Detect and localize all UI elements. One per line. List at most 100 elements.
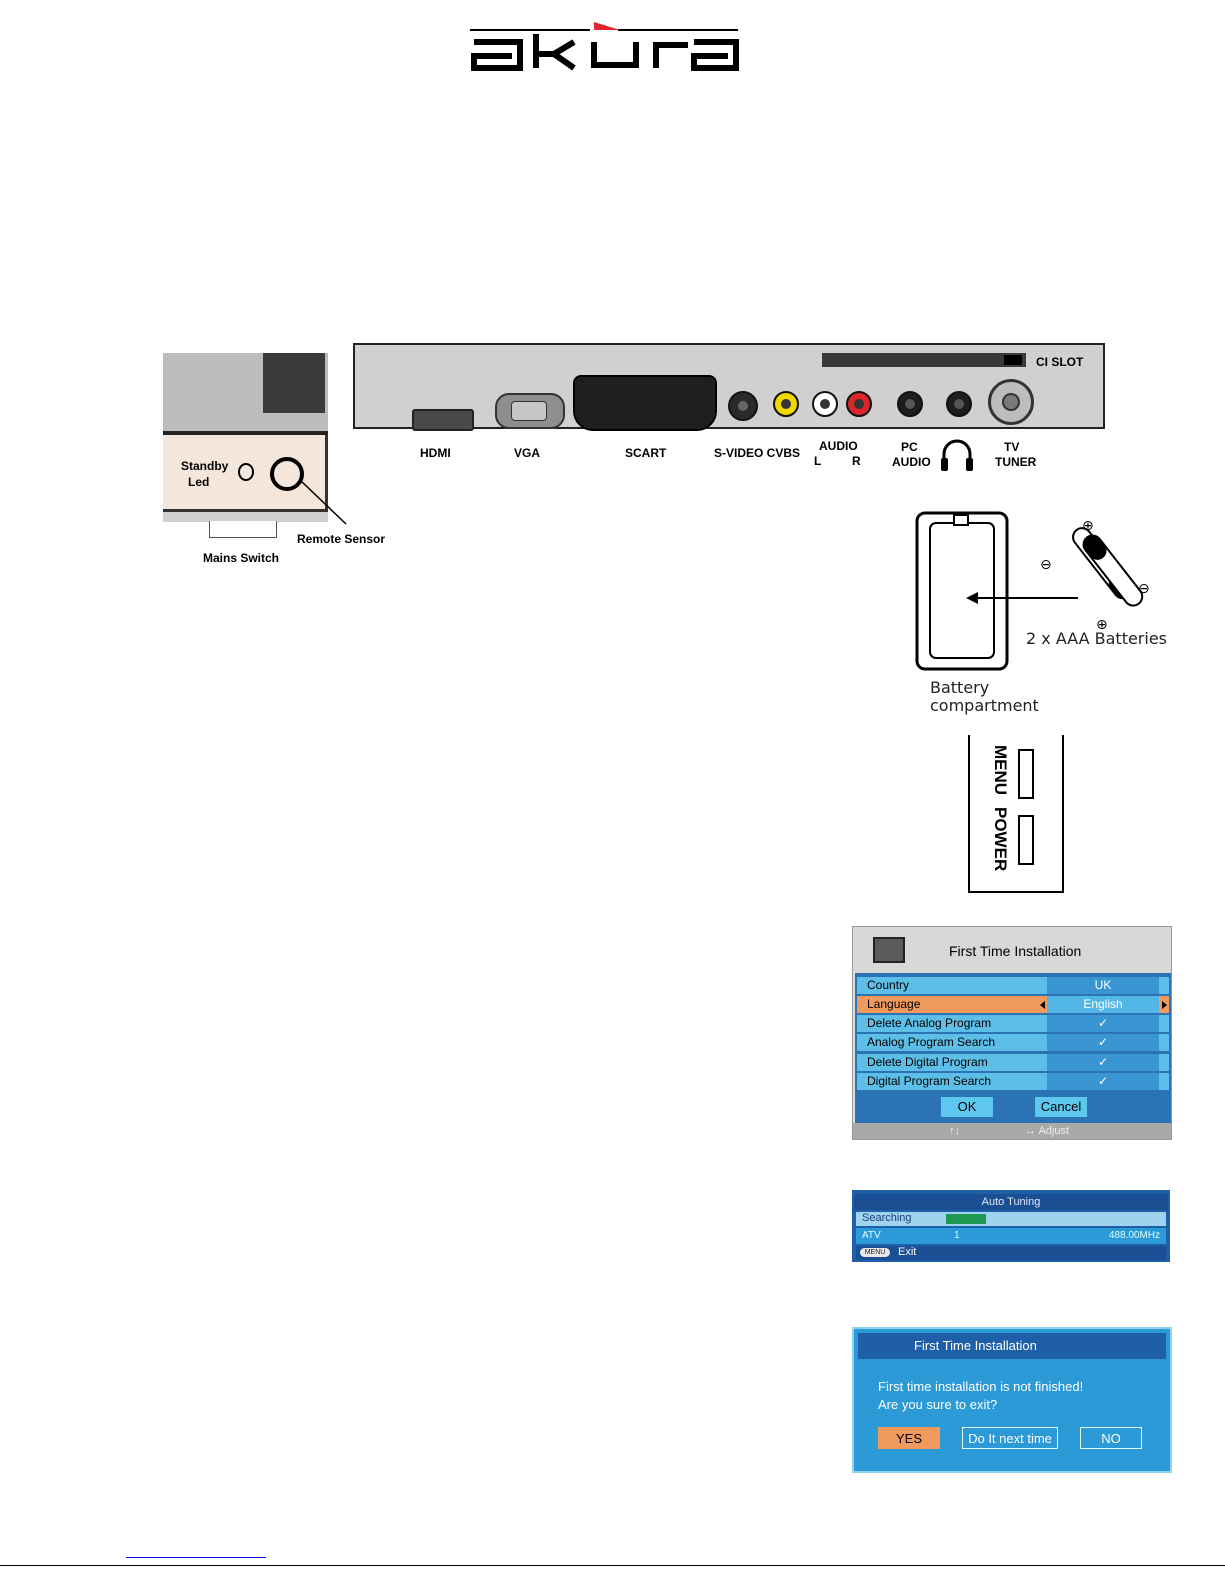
- compartment-label-1: Battery: [930, 678, 990, 697]
- fti-footer: ↑↓ ↔ Adjust: [853, 1123, 1171, 1139]
- tuner-label: TUNER: [995, 455, 1037, 469]
- nav-arrows-icon: ↑↓: [949, 1125, 960, 1137]
- audio-r-label: R: [852, 454, 861, 468]
- ok-button[interactable]: OK: [941, 1097, 993, 1117]
- vga-label: VGA: [514, 446, 541, 460]
- frequency-value: 488.00MHz: [1108, 1230, 1160, 1241]
- front-panel-base: [163, 509, 328, 522]
- battery-compartment-icon: ⊕ ⊖ ⊖ ⊕: [915, 511, 1150, 671]
- fti-row-label: Country: [867, 978, 910, 992]
- audio-l-port-icon: [812, 391, 838, 417]
- fti-row-digital-search[interactable]: Digital Program Search ✓: [857, 1073, 1169, 1090]
- headphone-icon: [941, 439, 973, 471]
- pc-audio-port-icon: [897, 391, 923, 417]
- cancel-button[interactable]: Cancel: [1035, 1097, 1087, 1117]
- svideo-port-icon: [728, 391, 758, 421]
- fti-row-delete-analog[interactable]: Delete Analog Program ✓: [857, 1015, 1169, 1032]
- compartment-label-2: compartment: [930, 696, 1039, 715]
- front-panel-divider: [163, 431, 328, 435]
- svg-text:⊖: ⊖: [1040, 557, 1052, 573]
- exit-dialog-title: First Time Installation: [858, 1333, 1166, 1359]
- exit-confirmation-dialog: First Time Installation First time insta…: [852, 1327, 1172, 1473]
- svideo-cvbs-label: S-VIDEO CVBS: [714, 446, 801, 460]
- ci-slot-label: CI SLOT: [1036, 355, 1084, 369]
- remote-sensor-icon: [270, 457, 304, 491]
- arrow-right-icon[interactable]: [1162, 1001, 1167, 1009]
- pc-audio-label: AUDIO: [892, 455, 931, 469]
- audio-l-label: L: [814, 454, 822, 468]
- checkbox-checked-icon[interactable]: ✓: [1047, 1015, 1159, 1032]
- fti-row-label: Digital Program Search: [867, 1074, 992, 1088]
- adjust-hint: ↔ Adjust: [1025, 1125, 1070, 1137]
- audio-label: AUDIO: [819, 439, 858, 453]
- mains-switch-icon: [209, 521, 277, 538]
- menu-key-icon: [1018, 749, 1034, 799]
- fti-title: First Time Installation: [949, 943, 1082, 959]
- standby-led-icon: [238, 463, 254, 481]
- scart-port-icon: [573, 375, 717, 431]
- headphone-port-icon: [946, 391, 972, 417]
- mains-switch-label: Mains Switch: [203, 551, 280, 565]
- exit-dialog-title-text: First Time Installation: [914, 1338, 1037, 1353]
- first-time-installation-menu: First Time Installation Country UK Langu…: [852, 926, 1172, 1140]
- pc-label: PC: [901, 440, 918, 454]
- cvbs-port-icon: [773, 391, 799, 417]
- standby-label: Standby: [181, 459, 229, 473]
- exit-dialog-message-1: First time installation is not finished!: [878, 1379, 1084, 1394]
- fti-body: Country UK Language English Delete Analo…: [855, 973, 1171, 1123]
- yes-button[interactable]: YES: [878, 1427, 940, 1449]
- rear-panel-diagram: [353, 343, 1105, 431]
- arrow-left-icon[interactable]: [1040, 1001, 1045, 1009]
- akura-logo: akura: [470, 20, 740, 77]
- svg-text:⊕: ⊕: [1096, 617, 1108, 633]
- fti-row-country[interactable]: Country UK: [857, 977, 1169, 994]
- exit-row: MENU Exit: [856, 1246, 1166, 1260]
- tv-label: TV: [1004, 440, 1020, 454]
- atv-row: ATV 1 488.00MHz: [856, 1228, 1166, 1244]
- channel-number: 1: [954, 1230, 960, 1241]
- remote-sensor-leader-line: [300, 480, 347, 525]
- searching-row: Searching: [856, 1212, 1166, 1226]
- power-key-icon: [1018, 815, 1034, 865]
- no-button[interactable]: NO: [1080, 1427, 1142, 1449]
- vga-port-icon: [495, 393, 565, 429]
- audio-r-port-icon: [846, 391, 872, 417]
- menu-key-icon[interactable]: MENU: [860, 1248, 890, 1257]
- footer-link-underline[interactable]: [126, 1557, 266, 1558]
- fti-row-label: Language: [867, 997, 921, 1011]
- fti-row-label: Delete Analog Program: [867, 1016, 992, 1030]
- auto-tuning-title: Auto Tuning: [854, 1194, 1168, 1210]
- side-keys-diagram: MENU POWER: [968, 735, 1064, 893]
- searching-label: Searching: [862, 1212, 912, 1224]
- fti-row-delete-digital[interactable]: Delete Digital Program ✓: [857, 1054, 1169, 1071]
- do-it-next-time-button[interactable]: Do It next time: [962, 1427, 1058, 1449]
- tv-icon: [873, 937, 905, 963]
- fti-row-analog-search[interactable]: Analog Program Search ✓: [857, 1034, 1169, 1051]
- hdmi-port-icon: [412, 409, 474, 431]
- checkbox-checked-icon[interactable]: ✓: [1047, 1054, 1159, 1071]
- search-progress-bar: [946, 1214, 986, 1224]
- scart-label: SCART: [625, 446, 667, 460]
- atv-label: ATV: [862, 1230, 881, 1241]
- svg-text:⊕: ⊕: [1082, 518, 1094, 534]
- fti-row-label: Analog Program Search: [867, 1035, 996, 1049]
- auto-tuning-panel: Auto Tuning Searching ATV 1 488.00MHz ME…: [852, 1190, 1170, 1262]
- hdmi-label: HDMI: [420, 446, 451, 460]
- remote-sensor-label: Remote Sensor: [297, 532, 386, 546]
- front-panel-bezel: [263, 353, 325, 413]
- fti-header: First Time Installation: [853, 927, 1171, 973]
- led-label: Led: [188, 475, 210, 489]
- battery-diagram: ⊕ ⊖ ⊖ ⊕ 2 x AAA Batteries Battery compar…: [910, 505, 1210, 715]
- menu-key-label: MENU: [991, 745, 1010, 796]
- exit-label[interactable]: Exit: [898, 1246, 917, 1258]
- checkbox-checked-icon[interactable]: ✓: [1047, 1073, 1159, 1090]
- exit-dialog-message-2: Are you sure to exit?: [878, 1397, 998, 1412]
- footer-rule: [0, 1565, 1225, 1566]
- fti-row-value: English: [1047, 996, 1159, 1013]
- power-key-label: POWER: [991, 807, 1010, 872]
- fti-row-language[interactable]: Language English: [857, 996, 1169, 1013]
- svg-text:⊖: ⊖: [1138, 581, 1150, 597]
- fti-row-value: UK: [1047, 977, 1159, 994]
- front-panel-diagram: Standby Led: [163, 353, 328, 543]
- checkbox-checked-icon[interactable]: ✓: [1047, 1034, 1159, 1051]
